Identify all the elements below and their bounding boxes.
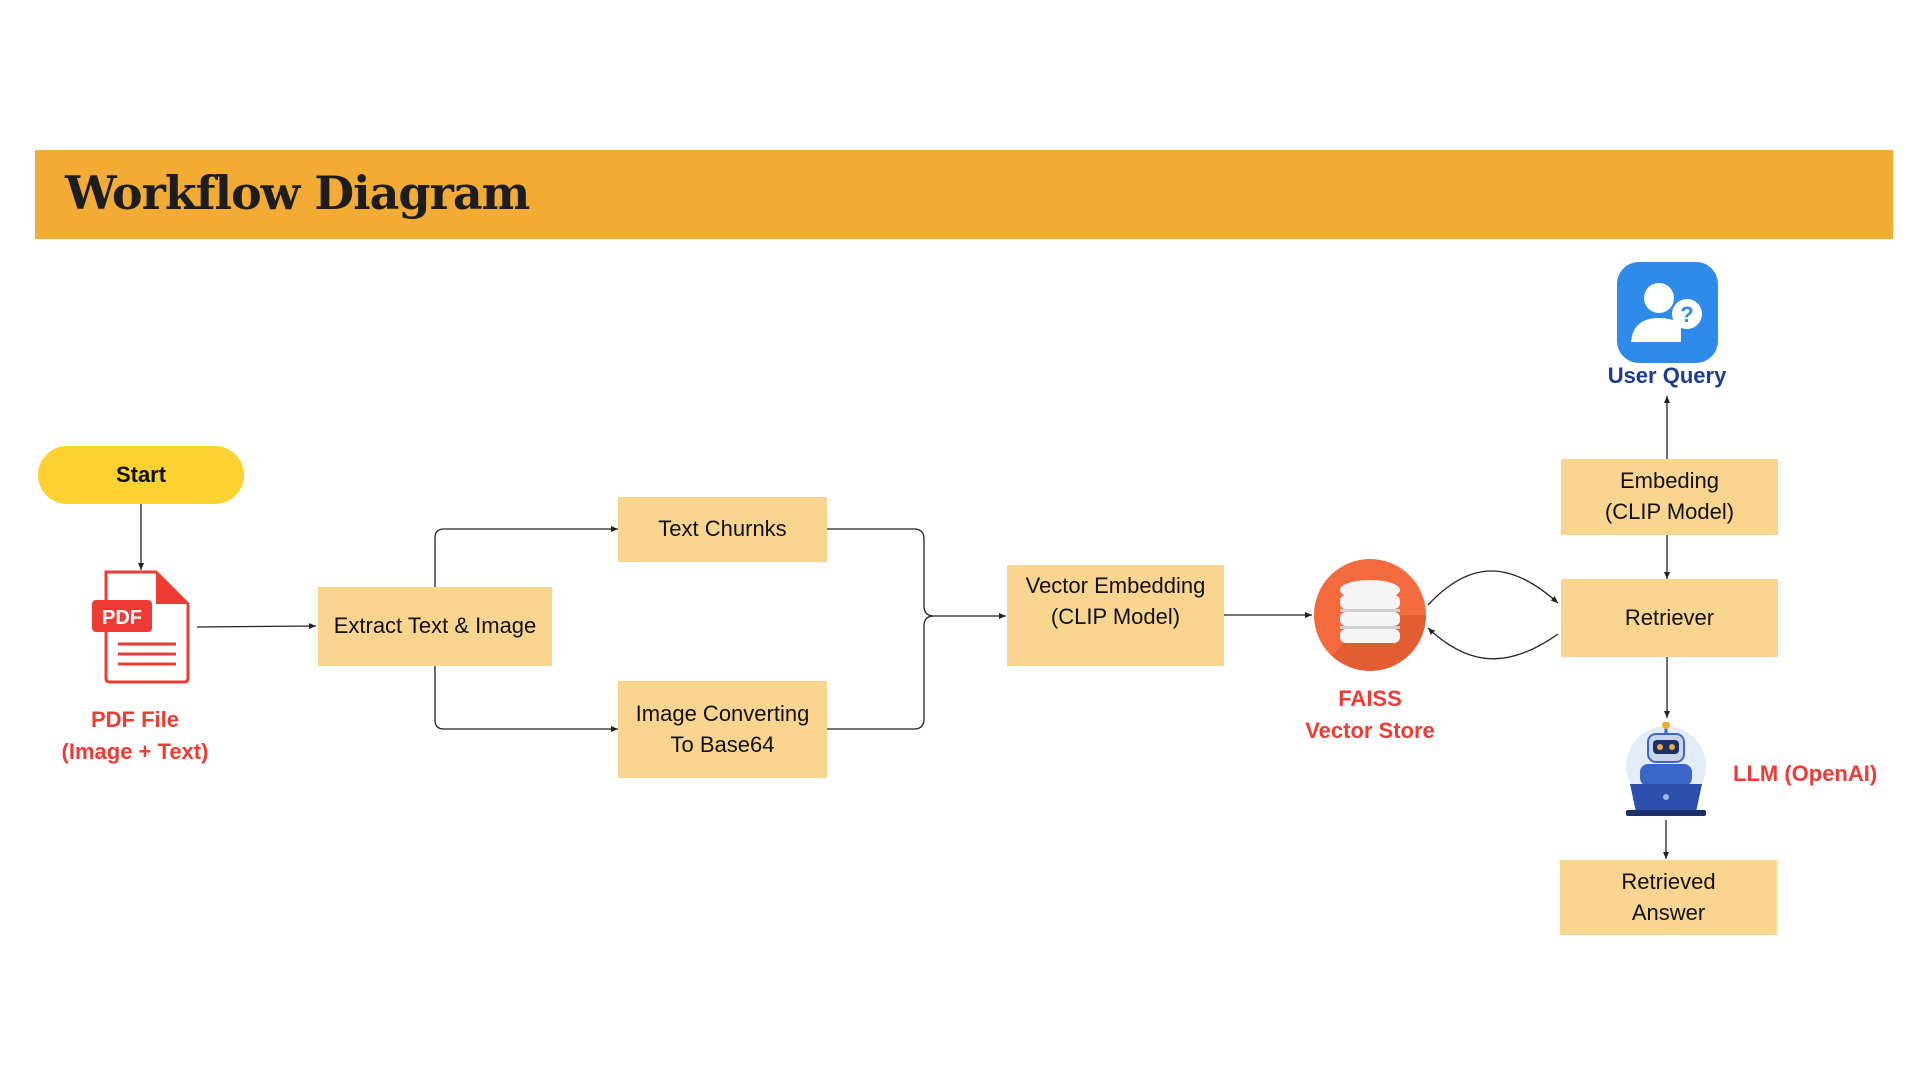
line-image-convert-to-merge — [827, 615, 935, 730]
pdf-file-icon: PDF — [92, 570, 190, 684]
llm-openai-label: LLM (OpenAI) — [1733, 761, 1878, 786]
retriever-box: Retriever — [1561, 579, 1778, 657]
pdf-file-label: PDF File (Image + Text) — [61, 707, 209, 764]
page-title: Workflow Diagram — [65, 166, 530, 220]
user-question-icon: ? — [1617, 262, 1718, 363]
arrow-retriever-to-faiss — [1427, 627, 1559, 660]
vector-embedding-box: Vector Embedding (CLIP Model) — [1007, 565, 1224, 666]
svg-text:?: ? — [1680, 302, 1693, 327]
arrow-extract-to-image-convert — [434, 666, 618, 732]
arrow-extract-to-text-chunks — [434, 526, 618, 587]
robot-laptop-icon — [1626, 722, 1706, 816]
arrow-pdf-to-extract — [196, 623, 317, 630]
arrow-faiss-to-retriever — [1427, 570, 1559, 606]
title-banner: Workflow Diagram — [35, 150, 1893, 239]
text-chunks-box: Text Churnks — [618, 497, 827, 562]
user-query-label: User Query — [1607, 363, 1727, 388]
retrieved-answer-box: Retrieved Answer — [1560, 860, 1777, 935]
pdf-badge-text: PDF — [102, 607, 142, 629]
faiss-vector-store-label: FAISS Vector Store — [1305, 686, 1435, 743]
start-node: Start — [38, 446, 244, 504]
database-icon — [1314, 559, 1426, 671]
image-converting-box: Image Converting To Base64 — [618, 681, 827, 778]
embeding-box: Embeding (CLIP Model) — [1561, 459, 1778, 535]
line-text-chunks-to-merge — [827, 528, 935, 617]
extract-text-image-box: Extract Text & Image — [318, 587, 552, 666]
